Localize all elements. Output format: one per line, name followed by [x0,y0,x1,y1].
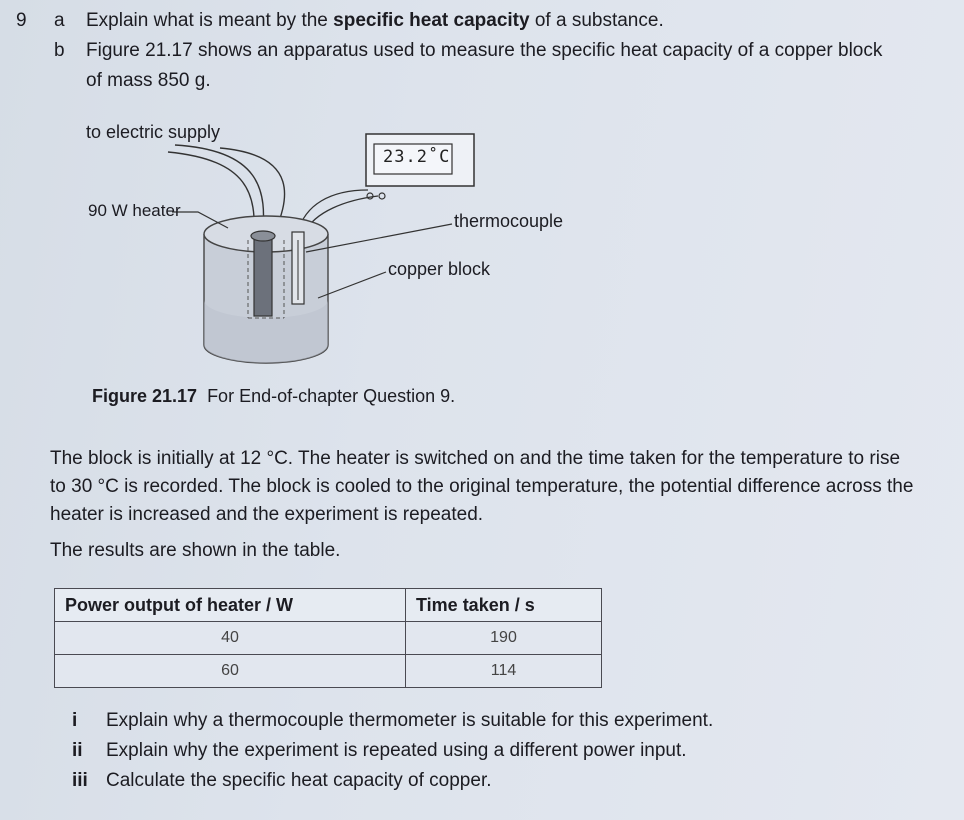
part-b-line1: Figure 21.17 shows an apparatus used to … [86,40,883,61]
header-time: Time taken / s [405,588,602,622]
cell-power: 60 [54,654,406,688]
part-b-letter: b [54,40,65,61]
paragraph-line-3: heater is increased and the experiment i… [50,504,484,525]
bold-term: specific heat capacity [333,10,530,31]
table-header-row: Power output of heater / W Time taken / … [54,588,602,622]
part-b-line2: of mass 850 g. [86,70,211,91]
results-intro: The results are shown in the table. [50,540,341,561]
cell-time: 190 [405,621,602,655]
table-row: 60 114 [54,654,602,688]
figure-caption: Figure 21.17 For End-of-chapter Question… [92,386,456,406]
cell-power: 40 [54,621,406,655]
paragraph-line-2: to 30 °C is recorded. The block is coole… [50,476,914,497]
header-power: Power output of heater / W [54,588,406,622]
label-heater: 90 W heater [88,201,181,220]
label-electric-supply: to electric supply [86,122,221,142]
apparatus-diagram [167,133,475,364]
cell-time: 114 [405,654,602,688]
paragraph-line-1: The block is initially at 12 °C. The hea… [50,448,901,469]
label-thermocouple: thermocouple [454,211,564,231]
part-a-letter: a [54,10,65,31]
label-copper-block: copper block [388,259,491,279]
part-a-text: Explain what is meant by the specific he… [86,10,664,31]
question-number: 9 [16,10,27,31]
meter-reading: 23.2˚C [383,147,451,167]
results-table: Power output of heater / W Time taken / … [54,588,602,688]
table-row: 40 190 [54,621,602,655]
